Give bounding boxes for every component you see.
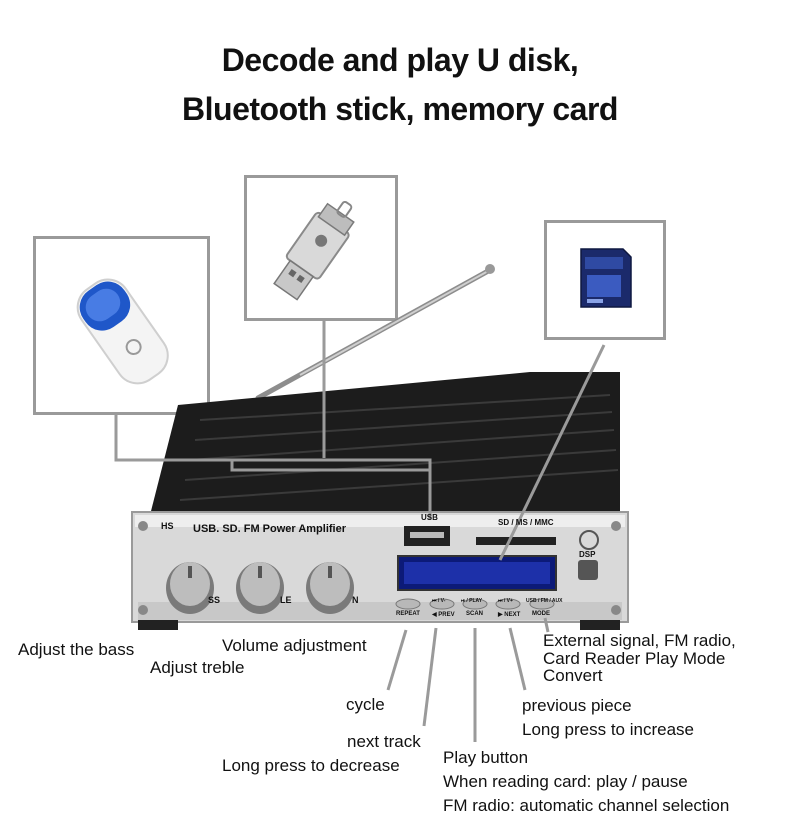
panel-label: USB. SD. FM Power Amplifier — [193, 523, 347, 535]
treble-knob-shape — [236, 562, 284, 614]
usb-port-label: USB — [421, 513, 438, 522]
callout-volume: Volume adjustment — [222, 636, 367, 655]
usb-drive-photo — [244, 175, 398, 321]
bass-knob-shape — [166, 562, 214, 614]
usb-drive-icon — [273, 200, 355, 301]
callout-mode-line2: Card Reader Play Mode — [543, 649, 726, 668]
hs-logo: HS — [161, 521, 174, 531]
card-slot-label: SD / MS / MMC — [498, 518, 554, 527]
dsp-label: DSP — [579, 550, 596, 559]
callout-mode-line3: Convert — [543, 666, 603, 685]
callout-play-line3: FM radio: automatic channel selection — [443, 796, 730, 815]
heading-line-1: Decode and play U disk, — [221, 42, 579, 78]
callout-next-line1: next track — [347, 732, 421, 751]
button-mode-top: USB / FM / AUX — [526, 598, 563, 604]
callout-play-line2: When reading card: play / pause — [443, 772, 688, 791]
volume-knob-shape — [306, 562, 354, 614]
bluetooth-stick-icon — [76, 278, 169, 385]
knob-label-volume: N — [352, 595, 359, 605]
callout-cycle: cycle — [346, 695, 385, 714]
callout-mode-line1: External signal, FM radio, — [543, 631, 736, 650]
knob-label-treble: LE — [280, 595, 292, 605]
button-prev-top: ⏮ / V- — [432, 598, 446, 604]
button-next-top: ⏭ / V+ — [498, 598, 513, 604]
callout-next-line2: Long press to decrease — [222, 756, 400, 775]
callout-prev-line1: previous piece — [522, 696, 632, 715]
callout-bass: Adjust the bass — [18, 640, 135, 659]
bluetooth-stick-photo — [33, 236, 210, 415]
sd-card-icon — [580, 248, 632, 308]
callout-play-line1: Play button — [443, 748, 529, 767]
button-prev-bottom: ◀ PREV — [432, 612, 455, 618]
button-play-bottom: SCAN — [466, 611, 484, 617]
heading-line-2: Bluetooth stick, memory card — [182, 91, 618, 127]
button-repeat-label: REPEAT — [396, 611, 420, 617]
callout-prev-line2: Long press to increase — [522, 720, 694, 739]
callout-treble: Adjust treble — [150, 658, 245, 677]
sd-card-photo — [544, 220, 666, 340]
knob-label-bass: SS — [208, 595, 221, 605]
button-play-top: ⏯ / PLAY — [461, 598, 483, 604]
button-mode-bottom: MODE — [532, 611, 550, 617]
button-next-bottom: ▶ NEXT — [498, 612, 521, 618]
